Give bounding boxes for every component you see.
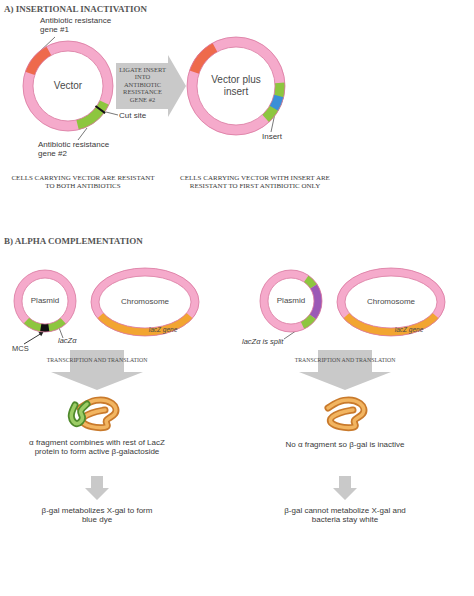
ring-edge <box>197 47 275 125</box>
node-outline <box>39 350 155 390</box>
plasmid-ring: Plasmid <box>12 268 78 334</box>
ring-edge <box>187 37 285 135</box>
gene-label: Antibiotic resistance gene #2 <box>38 140 118 158</box>
alpha-fragment <box>71 404 87 424</box>
chromosome-ring: Chromosome lacZ gene <box>334 266 448 338</box>
leader-line <box>106 112 118 115</box>
site-label: Cut site <box>119 111 169 120</box>
node-label: Vector <box>22 80 114 92</box>
plasmid-ring: Plasmid <box>258 268 324 334</box>
node-label: Plasmid <box>258 296 324 305</box>
vector-plasmid: Vector <box>22 40 114 132</box>
beta-gal-protein <box>328 400 364 428</box>
insert-label: Insert <box>262 132 302 141</box>
alpha-fragment <box>71 404 87 424</box>
node-outline <box>287 350 403 390</box>
node-label: LIGATE INSERT INTO ANTIBIOTIC RESISTANCE… <box>117 66 168 103</box>
flow-arrow <box>333 476 357 500</box>
ligation-arrow: LIGATE INSERT INTO ANTIBIOTIC RESISTANCE… <box>116 55 186 117</box>
gene-label: lacZ gene <box>138 326 188 333</box>
recombinant-plasmid: Vector plus insert <box>186 36 286 136</box>
gene-segment <box>40 324 49 332</box>
gene-label: Antibiotic resistance gene #1 <box>40 16 120 34</box>
gene-label: lacZα is split <box>242 338 290 347</box>
gene-segment <box>25 47 51 75</box>
node-label: TRANSCRIPTION AND TRANSLATION <box>39 357 155 364</box>
protein-ribbon <box>328 400 364 428</box>
process-arrow: TRANSCRIPTION AND TRANSLATION <box>287 350 403 390</box>
block-arrow <box>51 350 143 390</box>
protein-ribbon <box>328 400 364 428</box>
section-heading: B) ALPHA COMPLEMENTATION <box>4 236 304 246</box>
process-arrow: TRANSCRIPTION AND TRANSLATION <box>39 350 155 390</box>
gene-segment <box>76 101 109 130</box>
step-caption: No α fragment so β-gal is inactive <box>285 440 405 449</box>
mcs-pointer <box>24 333 42 344</box>
chromosome-ring: Chromosome lacZ gene <box>88 266 202 338</box>
step-caption: β-gal metabolizes X-gal to form blue dye <box>37 506 157 524</box>
cut-site-mark <box>95 106 105 113</box>
ring-edge <box>23 41 113 131</box>
result-caption: CELLS CARRYING VECTOR WITH INSERT ARE RE… <box>180 174 330 190</box>
block-arrow <box>299 350 391 390</box>
step-caption: β-gal cannot metabolize X-gal and bacter… <box>280 506 410 524</box>
node-label: Plasmid <box>12 296 78 305</box>
gene-segment <box>24 318 66 332</box>
beta-gal-protein <box>71 400 116 428</box>
result-caption: CELLS CARRYING VECTOR ARE RESISTANT TO B… <box>8 174 158 190</box>
flow-arrow <box>85 476 109 500</box>
step-caption: α fragment combines with rest of LacZ pr… <box>27 438 167 456</box>
node-label: TRANSCRIPTION AND TRANSLATION <box>287 357 403 364</box>
block-arrow <box>116 55 186 117</box>
gene-segment <box>190 43 218 74</box>
gene-segment <box>262 83 285 123</box>
gene-label: lacZα <box>58 337 98 346</box>
site-label: MCS <box>12 345 42 354</box>
node-label: Chromosome <box>88 297 202 306</box>
section-heading: A) INSERTIONAL INACTIVATION <box>4 4 304 14</box>
node-label: Vector plus insert <box>206 74 266 97</box>
node-label: Chromosome <box>334 297 448 306</box>
gene-label: lacZ gene <box>384 326 434 333</box>
